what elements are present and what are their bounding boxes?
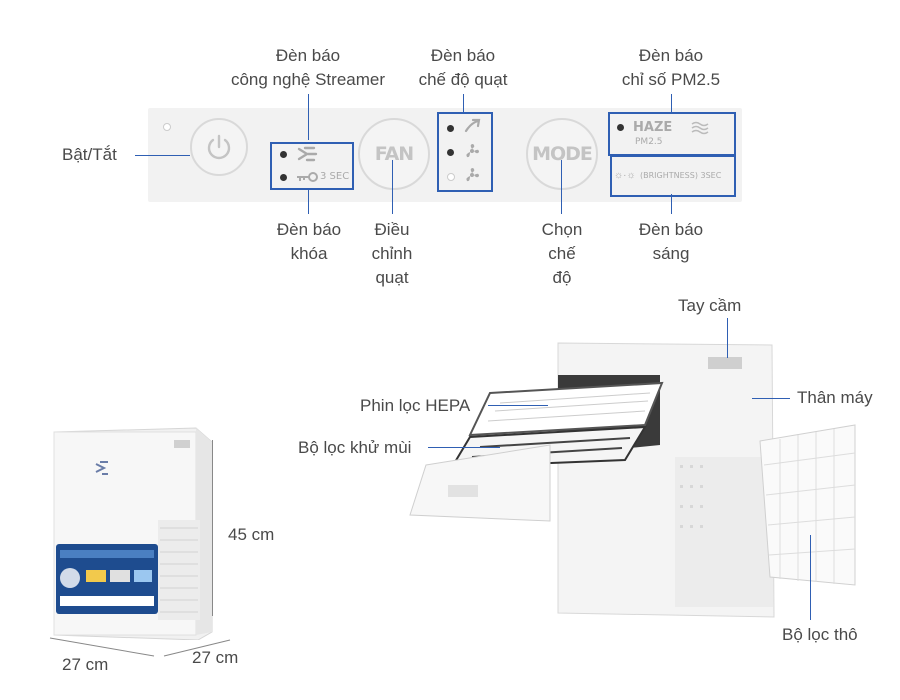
mode-label-line3: độ [552, 268, 572, 287]
fan-mode-light-1 [447, 125, 454, 132]
lock-hint-text: 3 SEC [320, 171, 350, 182]
product-front-view [53, 427, 213, 640]
haze-label: HAZE [633, 120, 673, 135]
lock-indicator-light [280, 174, 287, 181]
fanmode-leader-line [463, 94, 464, 112]
prefilter-leader-line [810, 535, 811, 620]
mode-label-line2: chế [548, 244, 576, 263]
streamer-lock-indicator-box [270, 142, 354, 190]
pm25-leader-line [671, 94, 672, 112]
power-icon [207, 134, 231, 160]
handle-leader-line [727, 318, 728, 358]
pm25-indicator-label: Đèn báo chỉ số PM2.5 [606, 44, 736, 92]
pm25-indicator-light [617, 124, 624, 131]
fanmode-label-line1: Đèn báo [430, 46, 496, 65]
power-button[interactable] [190, 118, 248, 176]
body-leader-line [752, 398, 790, 399]
pm25-label-line1: Đèn báo [638, 46, 704, 65]
width-dimension: 27 cm [62, 655, 109, 674]
lock-label-line2: khóa [290, 244, 328, 263]
power-label: Bật/Tắt [62, 145, 117, 164]
fan-icon-medium [466, 144, 479, 158]
mode-label: Chọn chế độ [522, 218, 602, 290]
deodor-label: Bộ lọc khử mùi [298, 438, 412, 457]
height-dimension-line [212, 440, 213, 616]
turbo-arrow-icon [464, 118, 481, 133]
streamer-leader-line [308, 94, 309, 140]
width-depth-dimension-lines [49, 637, 231, 657]
fanadj-leader-line [392, 160, 393, 214]
lock-label: Đèn báo khóa [262, 218, 356, 266]
body-label: Thân máy [797, 388, 873, 407]
panel-corner-indicator [163, 123, 171, 131]
mode-button[interactable]: MODE [526, 118, 598, 190]
fanmode-label-line2: chế độ quạt [418, 70, 508, 89]
key-icon [297, 172, 318, 182]
handle-label: Tay cầm [678, 296, 742, 315]
fan-icon-low [466, 168, 479, 182]
fanadj-label-line1: Điều [374, 220, 410, 239]
brightness-indicator-box [610, 155, 736, 197]
fan-button[interactable]: FAN [358, 118, 430, 190]
streamer-indicator-light [280, 151, 287, 158]
brightness-sun-icon: ☼·☼ [614, 170, 636, 181]
streamer-icon [297, 146, 318, 162]
light-label-line1: Đèn báo [638, 220, 704, 239]
fan-mode-light-3 [447, 173, 455, 181]
fanadj-label-line2: chỉnh [371, 244, 413, 263]
fanmode-label: Đèn báo chế độ quạt [403, 44, 523, 92]
fanadj-label: Điều chỉnh quạt [352, 218, 432, 290]
mode-leader-line [561, 160, 562, 214]
streamer-label-line2: công nghệ Streamer [230, 70, 386, 89]
prefilter-label: Bộ lọc thô [782, 625, 858, 644]
power-leader-line [135, 155, 190, 156]
brightness-label: (BRIGHTNESS) 3SEC [640, 171, 722, 180]
deodor-leader-line [428, 447, 500, 448]
light-label: Đèn báo sáng [624, 218, 718, 266]
pm25-label: PM2.5 [635, 137, 663, 147]
haze-waves-icon [691, 121, 709, 135]
lock-label-line1: Đèn báo [276, 220, 342, 239]
pm25-label-line2: chỉ số PM2.5 [621, 70, 721, 89]
product-exploded-view [409, 342, 856, 618]
height-dimension: 45 cm [228, 525, 275, 544]
light-leader-line [671, 194, 672, 214]
mode-label-line1: Chọn [541, 220, 583, 239]
fan-mode-light-2 [447, 149, 454, 156]
streamer-label-line1: Đèn báo [275, 46, 341, 65]
fanadj-label-line3: quạt [375, 268, 409, 287]
fan-mode-indicator-box [437, 112, 493, 192]
lock-leader-line [308, 188, 309, 214]
depth-dimension: 27 cm [192, 648, 239, 667]
light-label-line2: sáng [652, 244, 690, 263]
streamer-label: Đèn báo công nghệ Streamer [210, 44, 406, 92]
hepa-leader-line [488, 405, 548, 406]
hepa-label: Phin lọc HEPA [360, 396, 471, 415]
